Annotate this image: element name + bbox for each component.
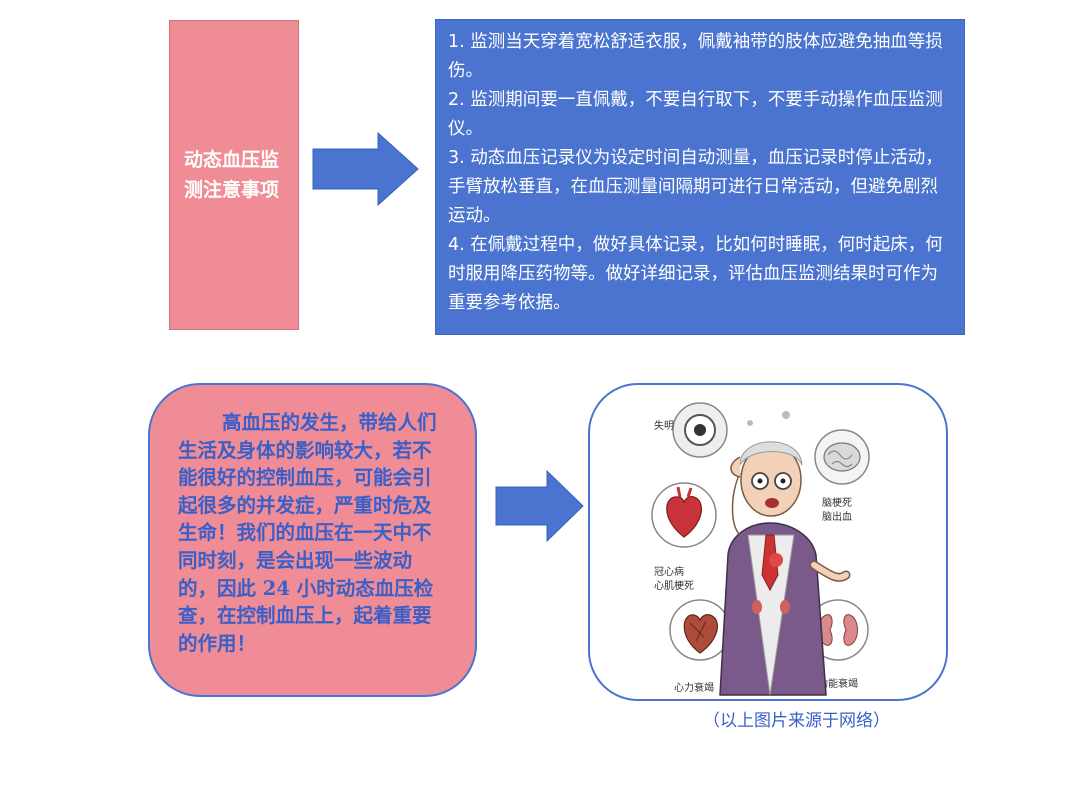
heart-label-1: 冠心病 [654,565,684,578]
brain-icon [814,429,870,485]
heart-failure-icon [669,599,731,661]
eye-label: 失明 [654,419,674,432]
eye-icon [672,402,728,458]
note-item: 3. 动态血压记录仪为设定时间自动测量，血压记录时停止活动，手臂放松垂直，在血压… [448,148,943,226]
notes-box: 1. 监测当天穿着宽松舒适衣服，佩戴袖带的肢体应避免抽血等损伤。 2. 监测期间… [435,19,965,335]
note-item: 1. 监测当天穿着宽松舒适衣服，佩戴袖带的肢体应避免抽血等损伤。 [448,32,943,81]
top-arrow-icon [312,132,419,206]
image-source-caption: （以上图片来源于网络） [703,711,890,731]
brain-label-2: 脑出血 [822,510,852,523]
hypertension-complications-illustration: 失明 脑梗死 脑出血 冠心病 心肌梗死 肾功能衰竭 [651,402,870,696]
bottom-arrow-icon [495,470,584,542]
heart-icon [651,482,717,548]
description-box: 高血压的发生，带给人们生活及身体的影响较大，若不能很好的控制血压，可能会引起很多… [148,383,477,697]
heart-label-2: 心肌梗死 [654,579,694,592]
elderly-man-figure [719,411,851,696]
page-title: 动态血压监测注意事项 [184,149,280,201]
heart-failure-label: 心力衰竭 [674,681,714,694]
illustration-frame: 失明 脑梗死 脑出血 冠心病 心肌梗死 肾功能衰竭 [588,383,948,701]
brain-label-1: 脑梗死 [822,496,852,509]
note-item: 2. 监测期间要一直佩戴，不要自行取下，不要手动操作血压监测仪。 [448,90,943,139]
description-text: 高血压的发生，带给人们生活及身体的影响较大，若不能很好的控制血压，可能会引起很多… [178,411,437,655]
note-item: 4. 在佩戴过程中，做好具体记录，比如何时睡眠，何时起床，何时服用降压药物等。做… [448,235,943,313]
title-box: 动态血压监测注意事项 [169,20,299,330]
